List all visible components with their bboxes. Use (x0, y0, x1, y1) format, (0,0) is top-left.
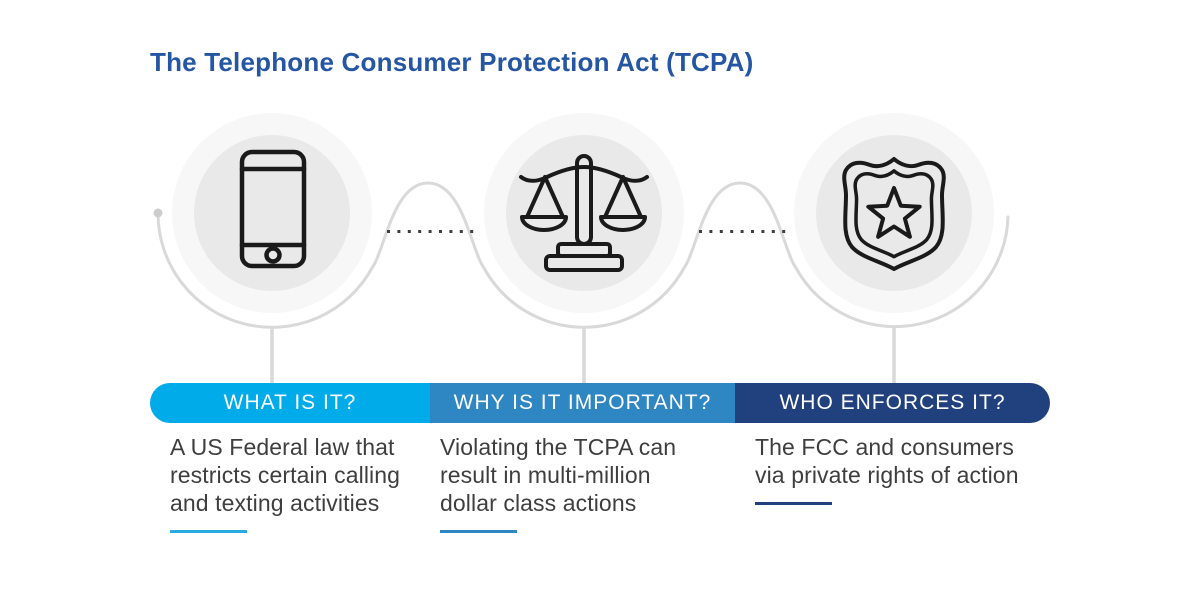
description-why-text: Violating the TCPA can result in multi-m… (440, 434, 677, 516)
icon-circle-who (794, 113, 994, 313)
icon-circle-what (172, 113, 372, 313)
connector-start-dot (153, 208, 163, 218)
header-bars: WHAT IS IT? WHY IS IT IMPORTANT? WHO ENF… (150, 383, 1050, 423)
smartphone-icon (239, 149, 307, 269)
header-bar-who-label: WHO ENFORCES IT? (779, 391, 1006, 414)
scales-of-justice-icon (519, 154, 649, 272)
description-who-underline (755, 502, 832, 505)
police-badge-icon (842, 157, 946, 271)
description-who: The FCC and consumers via private rights… (755, 433, 1023, 505)
description-why-underline (440, 530, 517, 533)
description-why: Violating the TCPA can result in multi-m… (440, 433, 702, 533)
header-bar-why-label: WHY IS IT IMPORTANT? (453, 391, 712, 414)
header-bar-who: WHO ENFORCES IT? (735, 383, 1050, 423)
description-what-underline (170, 530, 247, 533)
page-title: The Telephone Consumer Protection Act (T… (150, 47, 754, 77)
description-who-text: The FCC and consumers via private rights… (755, 434, 1019, 488)
header-bar-what-label: WHAT IS IT? (223, 391, 357, 414)
header-bar-why: WHY IS IT IMPORTANT? (430, 383, 735, 423)
header-bar-what: WHAT IS IT? (150, 383, 430, 423)
icon-circle-why (484, 113, 684, 313)
description-what: A US Federal law that restricts certain … (170, 433, 435, 533)
description-what-text: A US Federal law that restricts certain … (170, 434, 401, 516)
